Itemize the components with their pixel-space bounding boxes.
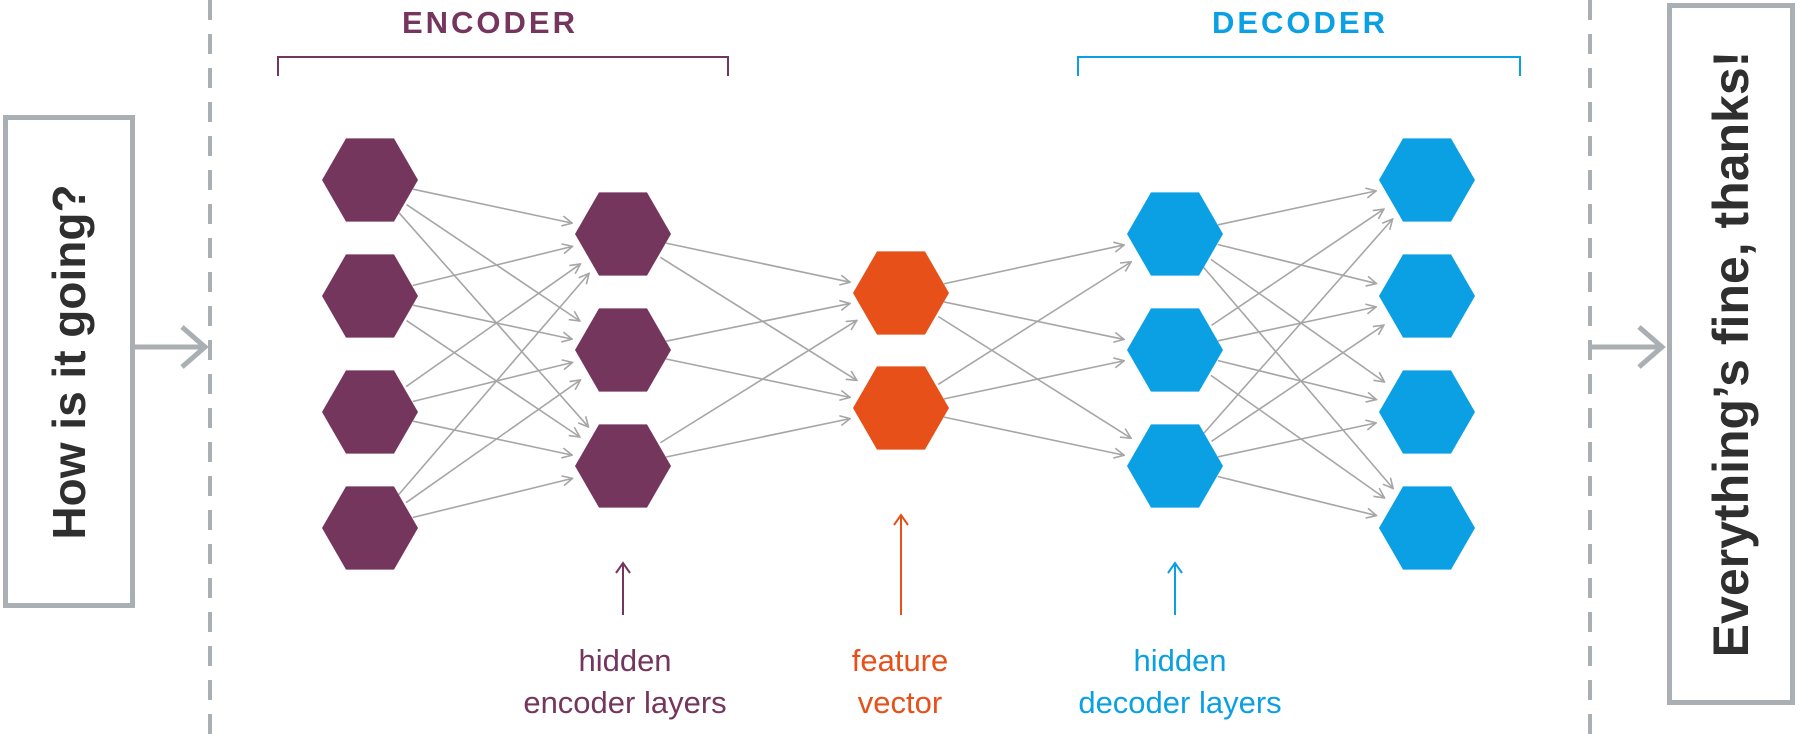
connection-arrow-3-2-1: [937, 262, 1131, 386]
connection-arrow-4-3-1: [1203, 219, 1393, 434]
connection-arrow-2-1-2: [659, 256, 857, 380]
connection-arrow-3-2-2: [943, 361, 1124, 400]
decoder-hidden-layer-node-2: [1127, 308, 1223, 392]
feature-caption-line1: feature: [851, 643, 949, 678]
connection-arrow-2-2-2: [665, 358, 850, 397]
input-layer-node-2: [322, 254, 418, 338]
connection-arrow-3-2-3: [943, 416, 1124, 455]
feature-caption-arrow: [893, 513, 909, 615]
connection-arrow-4-3-2: [1211, 325, 1383, 443]
connection-arrow-4-2-1: [1211, 209, 1383, 327]
connection-arrow-2-1-1: [665, 242, 850, 282]
connection-arrow-1-2-1: [412, 246, 573, 287]
connection-arrow-4-2-2: [1217, 307, 1376, 342]
encoder-hidden-layer-node-2: [575, 308, 671, 392]
decoder-bracket: [1077, 56, 1521, 76]
input-layer-node-4: [322, 486, 418, 570]
decoder-hidden-layer-node-1: [1127, 192, 1223, 276]
connection-arrow-4-1-2: [1217, 243, 1377, 284]
output-layer-node-3: [1379, 370, 1475, 454]
connection-arrow-4-3-4: [1217, 475, 1377, 516]
connection-arrow-1-3-1: [405, 264, 580, 388]
feature-vector-layer-node-2: [853, 366, 949, 450]
connection-arrow-1-3-2: [412, 362, 573, 403]
output-flow-arrow: [1592, 325, 1666, 369]
input-sentence-box: How is it going?: [3, 115, 135, 608]
connections: [398, 188, 1394, 519]
connection-arrow-3-1-2: [943, 301, 1124, 339]
connection-arrow-1-1-1: [412, 188, 572, 223]
input-sentence: How is it going?: [43, 183, 95, 540]
connection-arrow-1-3-3: [412, 420, 572, 455]
encoder-bracket: [277, 56, 729, 76]
connection-arrow-1-1-3: [398, 212, 588, 427]
connection-arrow-1-2-2: [412, 304, 572, 339]
connection-arrow-2-3-1: [659, 320, 856, 444]
connection-arrow-3-1-1: [943, 245, 1124, 285]
output-layer-node-1: [1379, 138, 1475, 222]
encoder-caption-line1: hidden: [578, 643, 672, 678]
decoder-caption-line2: decoder layers: [1078, 685, 1282, 720]
input-layer-node-3: [322, 370, 418, 454]
output-layer-node-4: [1379, 486, 1475, 570]
output-sentence: Everything’s fine, thanks!: [1703, 50, 1759, 658]
nodes: [322, 138, 1475, 570]
output-sentence-box: Everything’s fine, thanks!: [1667, 3, 1795, 705]
encoder-title: ENCODER: [401, 5, 578, 40]
connection-arrow-4-1-4: [1203, 266, 1394, 488]
connection-arrow-1-4-3: [412, 478, 573, 519]
decoder-hidden-layer-node-3: [1127, 424, 1223, 508]
connection-arrow-3-1-3: [937, 315, 1131, 438]
connection-arrow-2-2-1: [665, 303, 850, 342]
feature-caption: feature vector: [800, 640, 1000, 724]
decoder-caption: hidden decoder layers: [1040, 640, 1320, 724]
connection-arrow-4-1-3: [1210, 258, 1385, 382]
encoder-hidden-layer-node-3: [575, 424, 671, 508]
decoder-caption-line1: hidden: [1133, 643, 1227, 678]
connection-arrow-2-3-2: [665, 419, 850, 458]
connection-arrow-1-2-3: [406, 319, 580, 437]
encoder-caption-arrow: [615, 561, 631, 615]
output-layer-node-2: [1379, 254, 1475, 338]
encoder-caption-line2: encoder layers: [523, 685, 727, 720]
connection-arrow-1-4-2: [405, 380, 580, 504]
connection-arrow-4-1-1: [1217, 191, 1376, 226]
input-layer-node-1: [322, 138, 418, 222]
connection-arrow-1-4-1: [398, 273, 589, 496]
connection-arrow-1-1-2: [406, 203, 580, 321]
decoder-caption-arrow: [1167, 561, 1183, 615]
decoder-title: DECODER: [1211, 5, 1388, 40]
connection-arrow-4-2-4: [1210, 374, 1385, 498]
feature-caption-line2: vector: [857, 685, 943, 720]
encoder-hidden-layer-node-1: [575, 192, 671, 276]
input-flow-arrow: [135, 325, 209, 369]
connection-arrow-4-2-3: [1217, 359, 1377, 400]
feature-vector-layer-node-1: [853, 251, 949, 335]
connection-arrow-4-3-3: [1217, 423, 1376, 458]
encoder-caption: hidden encoder layers: [490, 640, 760, 724]
